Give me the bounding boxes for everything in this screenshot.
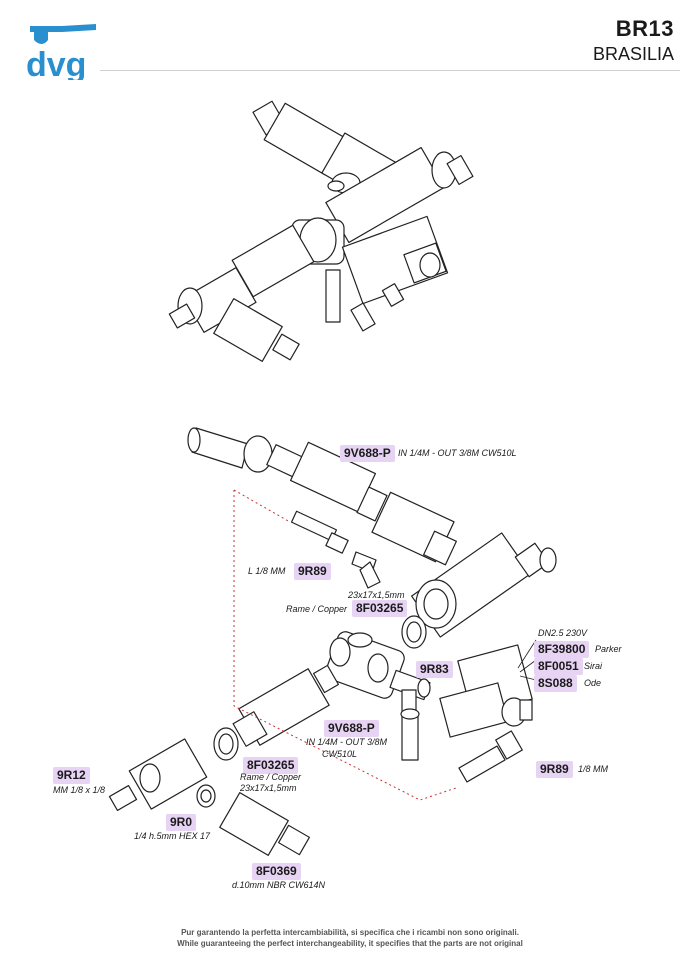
part-note-9r89-lower: 1/8 MM [578, 764, 609, 774]
part-note2-9v688p-lower: CW510L [322, 749, 358, 759]
part-note-8f03265-upper: Rame / Copper [286, 604, 348, 614]
logo-text: dvg [26, 46, 86, 80]
part-code-9v688p-lower: 9V688-P [324, 720, 379, 737]
header-divider [100, 70, 680, 71]
part-code-8s088: 8S088 [534, 675, 577, 692]
part-note-top-8f03265-upper: 23x17x1,5mm [348, 590, 405, 600]
part-note-top-8f39800: DN2.5 230V [538, 628, 588, 638]
part-note-8f0051: Sirai [584, 661, 603, 671]
part-code-9r83: 9R83 [416, 661, 453, 678]
part-note-9v688p-lower: IN 1/4M - OUT 3/8M [306, 737, 388, 747]
part-code-8f0369: 8F0369 [252, 863, 301, 880]
dvg-logo: dvg [26, 24, 96, 80]
part-code-9r0: 9R0 [166, 814, 197, 831]
footer-disclaimer-it: Pur garantendo la perfetta intercambiabi… [181, 928, 519, 937]
part-note-9r89-upper: L 1/8 MM [248, 566, 286, 576]
part-code-8f03265-upper: 8F03265 [352, 600, 408, 617]
part-code-9r89-lower: 9R89 [536, 761, 573, 778]
part-note-9r12: MM 1/8 x 1/8 [53, 785, 106, 795]
part-note-8f39800: Parker [595, 644, 622, 654]
part-code-8f03265-lower: 8F03265 [243, 757, 299, 774]
part-code-9r12: 9R12 [53, 767, 90, 784]
part-code-9v688p-upper: 9V688-P [340, 445, 395, 462]
part-note2-8f03265-lower: 23x17x1,5mm [240, 783, 297, 793]
part-note-8f03265-lower: Rame / Copper [240, 772, 302, 782]
part-code-8f0051: 8F0051 [534, 658, 583, 675]
part-note-9v688p-upper: IN 1/4M - OUT 3/8M CW510L [398, 448, 517, 458]
part-note-9r0: 1/4 h.5mm HEX 17 [134, 831, 211, 841]
part-note-8s088: Ode [584, 678, 602, 688]
exploded-group [108, 427, 557, 856]
part-code-8f39800: 8F39800 [534, 641, 590, 658]
part-code-9r89-upper: 9R89 [294, 563, 331, 580]
part-note-8f0369: d.10mm NBR CW614N [232, 880, 326, 890]
model-name: BRASILIA [592, 44, 674, 64]
footer-disclaimer-en: While guaranteeing the perfect interchan… [177, 939, 523, 948]
assembled-group [168, 100, 474, 362]
model-code: BR13 [615, 16, 674, 41]
